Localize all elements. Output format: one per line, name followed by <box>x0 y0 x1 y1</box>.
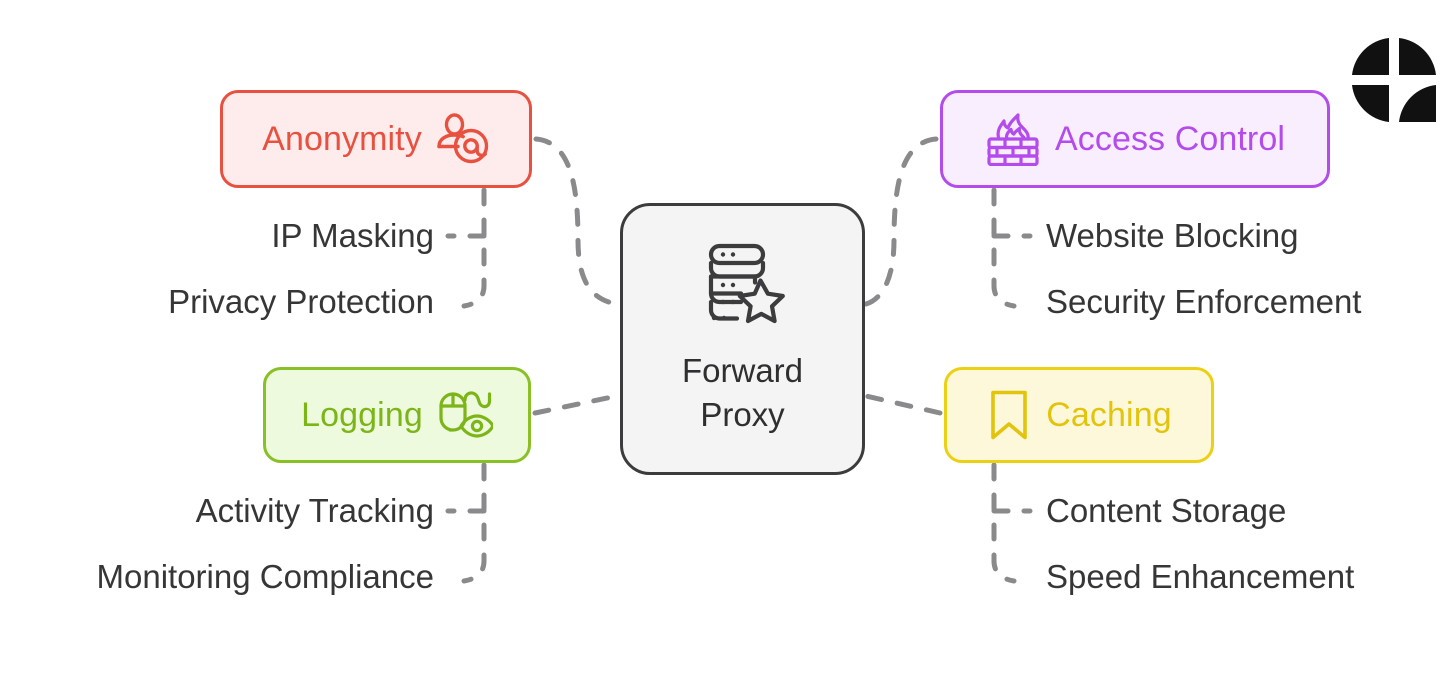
center-node-forward-proxy[interactable]: Forward Proxy <box>620 203 865 475</box>
connector-caching-spine <box>991 462 1017 584</box>
sub-label-speed-enhancement: Speed Enhancement <box>1046 558 1355 595</box>
connector-center-logging <box>532 393 620 416</box>
sub-label-monitoring-compliance: Monitoring Compliance <box>96 558 435 595</box>
branch-node-anonymity-label: Anonymity <box>262 120 422 158</box>
sub-label-privacy-protection: Privacy Protection <box>168 283 434 320</box>
sub-label-content-storage: Content Storage <box>1046 492 1287 529</box>
sub-label-security-enforcement: Security Enforcement <box>1046 283 1362 320</box>
firewall-flame-icon <box>985 112 1041 166</box>
server-star-icon <box>697 242 789 333</box>
center-node-label-line2: Proxy <box>700 395 785 433</box>
mouse-eye-monitoring-icon <box>437 388 493 442</box>
connector-access-spine <box>991 187 1017 309</box>
bookmark-icon <box>986 387 1032 443</box>
branch-node-caching-label: Caching <box>1046 396 1172 434</box>
connector-anonymity-spine <box>461 187 487 309</box>
branch-node-logging-label: Logging <box>301 396 423 434</box>
center-node-label-line1: Forward <box>681 351 804 389</box>
sub-label-website-blocking: Website Blocking <box>1046 217 1299 254</box>
branch-node-logging[interactable]: Logging <box>263 367 531 463</box>
connector-center-anonymity <box>533 136 620 307</box>
connector-logging-spine <box>461 462 487 584</box>
napkin-quadrant-logo-icon <box>1344 30 1444 130</box>
user-at-sign-icon <box>436 113 490 165</box>
branch-node-caching[interactable]: Caching <box>944 367 1214 463</box>
connector-center-caching <box>863 393 943 416</box>
branch-node-access-control-label: Access Control <box>1054 120 1286 158</box>
branch-node-access-control[interactable]: Access Control <box>940 90 1330 188</box>
center-node-label: Forward Proxy <box>682 349 803 436</box>
connector-center-access <box>863 136 939 307</box>
sub-label-ip-masking: IP Masking <box>271 217 434 254</box>
sub-label-activity-tracking: Activity Tracking <box>195 492 434 529</box>
branch-node-anonymity[interactable]: Anonymity <box>220 90 532 188</box>
